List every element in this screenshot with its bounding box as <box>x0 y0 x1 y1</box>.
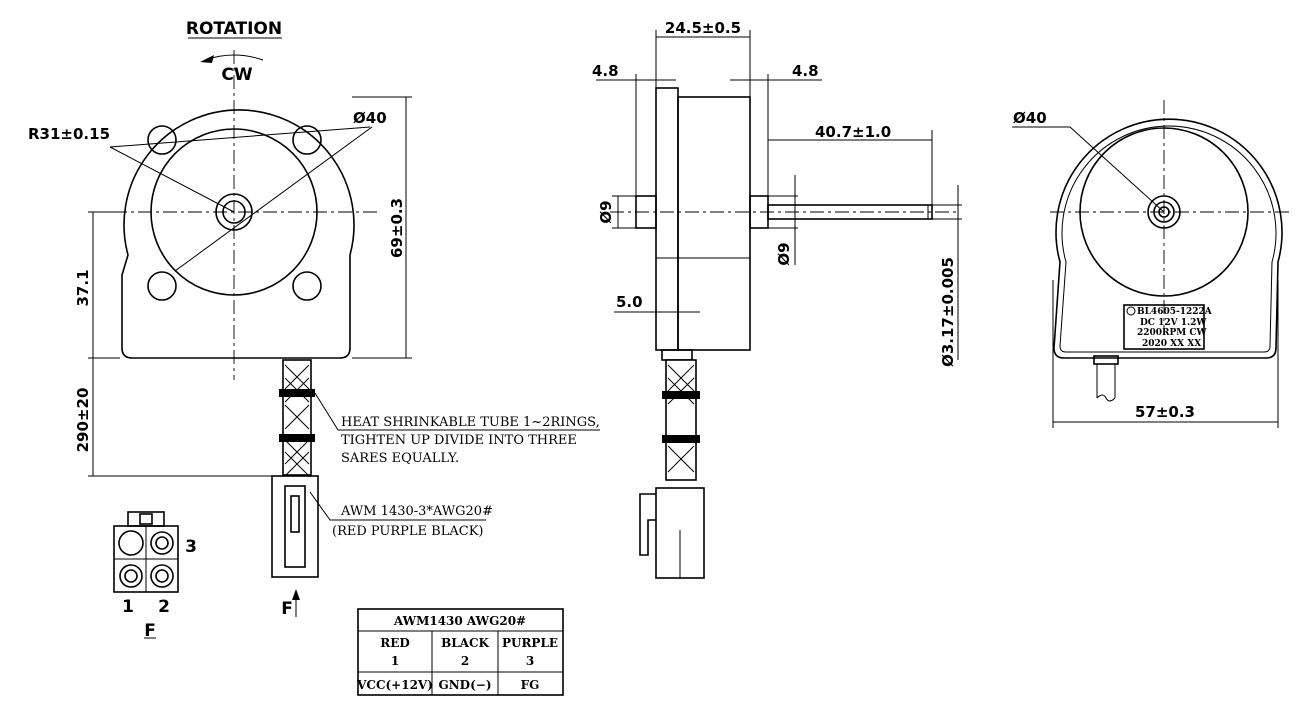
front-inner-ring <box>150 128 318 296</box>
dim-back-dia: Ø40 <box>1013 109 1047 127</box>
side-flange-plate <box>655 87 679 351</box>
wire-func-1: VCC(+12V) <box>356 678 433 692</box>
side-shrink-ring-1 <box>662 391 700 399</box>
heat-note-line-1: HEAT SHRINKABLE TUBE 1~2RINGS, <box>341 415 600 430</box>
pin-label-3: 3 <box>185 537 197 557</box>
wire-table-title: AWM1430 AWG20# <box>393 614 526 628</box>
back-housing-inner <box>1059 125 1277 353</box>
back-hub-inner <box>1158 206 1170 218</box>
dim-side-width: 24.5±0.5 <box>665 19 741 37</box>
connector-end-latch-slot <box>139 513 153 525</box>
pin-cavity-br <box>150 564 174 588</box>
wire-table <box>357 608 564 696</box>
side-shrink-ring-2 <box>662 435 700 443</box>
dim-side-plate: 5.0 <box>616 293 643 311</box>
front-shaft <box>222 200 246 224</box>
dim-radius: R31±0.15 <box>28 125 110 143</box>
dim-side-shaft-dia: Ø3.17±0.005 <box>939 257 957 367</box>
front-connector-tab <box>290 495 300 533</box>
pin-label-1: 1 <box>122 597 134 617</box>
dim-side-shaft-length: 40.7±1.0 <box>815 123 891 141</box>
awm-leader <box>309 491 486 521</box>
side-cable-exit <box>661 349 693 361</box>
wire-pin-1: 1 <box>391 654 399 668</box>
nameplate-line-4: 2020 XX XX <box>1142 339 1201 349</box>
wire-func-3: FG <box>521 678 540 692</box>
dim-side-boss-left: Ø9 <box>597 200 615 223</box>
front-view <box>88 37 600 617</box>
mount-hole-tr <box>292 125 322 155</box>
f-arrow-head <box>292 589 300 600</box>
dim-front-center: 37.1 <box>74 269 92 306</box>
wire-color-1: RED <box>380 636 410 650</box>
radius-leader <box>109 146 235 213</box>
back-dia-leader <box>1069 126 1165 213</box>
dim-back-width: 57±0.3 <box>1135 403 1195 421</box>
nameplate <box>1123 304 1205 350</box>
dim-side-boss-right: Ø9 <box>775 242 793 265</box>
back-housing-outline <box>1053 118 1283 359</box>
nameplate-logo-icon <box>1126 306 1136 316</box>
nameplate-line-2: DC 12V 1.2W <box>1140 318 1207 328</box>
rotation-title: ROTATION <box>186 19 282 39</box>
pin-cavity-bl-inner <box>124 569 138 583</box>
arrow-f-label: F <box>281 599 293 619</box>
wire-pin-2: 2 <box>461 654 469 668</box>
wire-func-2: GND(−) <box>438 678 491 692</box>
back-hub-mid <box>1153 201 1175 223</box>
mount-hole-tl <box>147 125 177 155</box>
pin-label-2: 2 <box>158 597 170 617</box>
nameplate-line-3: 2200RPM CW <box>1137 328 1208 338</box>
heat-note-line-2: TIGHTEN UP DIVIDE INTO THREE <box>341 433 577 448</box>
wire-table-frame <box>357 608 564 696</box>
nameplate-line-1: BL4605-1222A <box>1137 307 1213 317</box>
pin-cavity-bl <box>119 564 143 588</box>
shrink-ring-1 <box>279 389 315 397</box>
front-hub <box>215 193 253 231</box>
awm-note-line-1: AWM 1430-3*AWG20# <box>340 504 493 519</box>
shrink-ring-2 <box>279 434 315 442</box>
back-cable-exit <box>1093 355 1119 365</box>
dim-cable-length: 290±20 <box>74 388 92 453</box>
wire-pin-3: 3 <box>526 654 534 668</box>
side-cable <box>665 359 697 481</box>
heat-note-line-3: SARES EQUALLY. <box>341 451 459 466</box>
front-connector-latch <box>284 485 306 568</box>
wire-color-2: BLACK <box>441 636 489 650</box>
mount-hole-br <box>292 271 322 301</box>
heat-leader <box>314 392 600 431</box>
dim-side-flange-left: 4.8 <box>592 62 619 80</box>
rotation-arrow-head <box>200 55 214 63</box>
dim-front-dia: Ø40 <box>353 109 387 127</box>
dia40-leader <box>174 126 373 272</box>
connector-end-view <box>113 511 179 639</box>
radius-leader-h <box>109 126 371 148</box>
mount-hole-bl <box>147 271 177 301</box>
pin-cavity-br-inner <box>155 569 169 583</box>
dim-front-height: 69±0.3 <box>388 198 406 258</box>
front-connector <box>271 475 319 578</box>
wire-color-3: PURPLE <box>502 636 558 650</box>
pin-cavity-tr <box>150 531 174 555</box>
pin-cavity-tr-inner <box>155 536 169 550</box>
view-f-label: F <box>144 621 156 641</box>
back-cable-break <box>1096 394 1116 402</box>
rotation-direction: CW <box>221 65 252 85</box>
side-connector-latch <box>639 493 656 556</box>
front-housing-outline <box>121 109 355 359</box>
awm-note-line-2: (RED PURPLE BLACK) <box>332 524 483 539</box>
pin-cavity-tl <box>118 530 144 556</box>
side-view <box>596 30 962 579</box>
back-hub-outer <box>1147 195 1181 229</box>
dim-side-flange-right: 4.8 <box>792 62 819 80</box>
back-view <box>1012 100 1290 428</box>
